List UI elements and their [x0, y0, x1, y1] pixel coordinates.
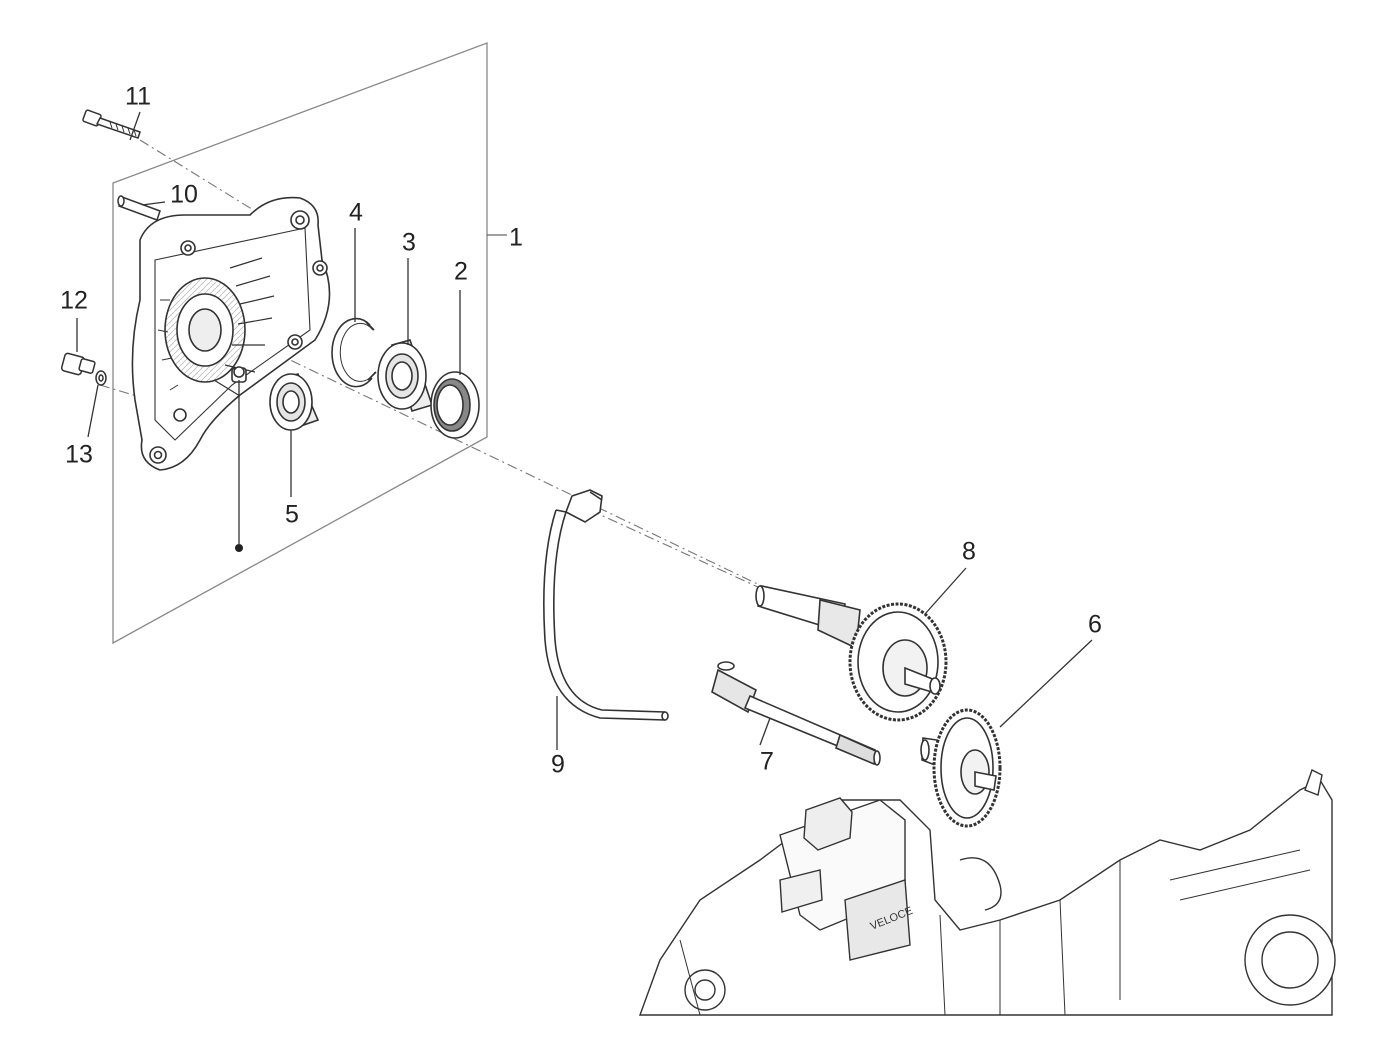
leader-lines: [76, 111, 1093, 750]
callout-3: 3: [402, 228, 416, 257]
callout-5: 5: [285, 500, 299, 529]
transmission-cover-housing: [131, 196, 331, 471]
washer-13: [95, 370, 107, 386]
callout-10: 10: [170, 180, 198, 209]
secondary-shaft-7: [711, 661, 881, 766]
oil-seal-2: [430, 371, 480, 439]
dowel-pin-10: [117, 195, 161, 221]
callout-6: 6: [1088, 610, 1102, 639]
bolt-11: [82, 109, 141, 139]
screw-12: [60, 352, 96, 376]
circlip-4: [331, 317, 377, 388]
bearing-5: [269, 373, 320, 431]
callout-11: 11: [125, 82, 151, 111]
callout-1: 1: [509, 223, 523, 252]
callout-8: 8: [962, 537, 976, 566]
callout-2: 2: [454, 257, 468, 286]
breather-hose-9: [543, 489, 669, 721]
assembly-panel: [112, 42, 507, 645]
callout-13: 13: [65, 440, 93, 469]
callout-7: 7: [760, 747, 774, 776]
callout-4: 4: [349, 198, 363, 227]
bearing-3: [377, 339, 434, 412]
gear-6: [920, 708, 1002, 828]
engine-block: [639, 769, 1336, 1016]
reference-dot: [235, 544, 243, 552]
primary-shaft-gear-8: [755, 585, 948, 722]
callout-9: 9: [551, 750, 565, 779]
callout-12: 12: [60, 286, 88, 315]
